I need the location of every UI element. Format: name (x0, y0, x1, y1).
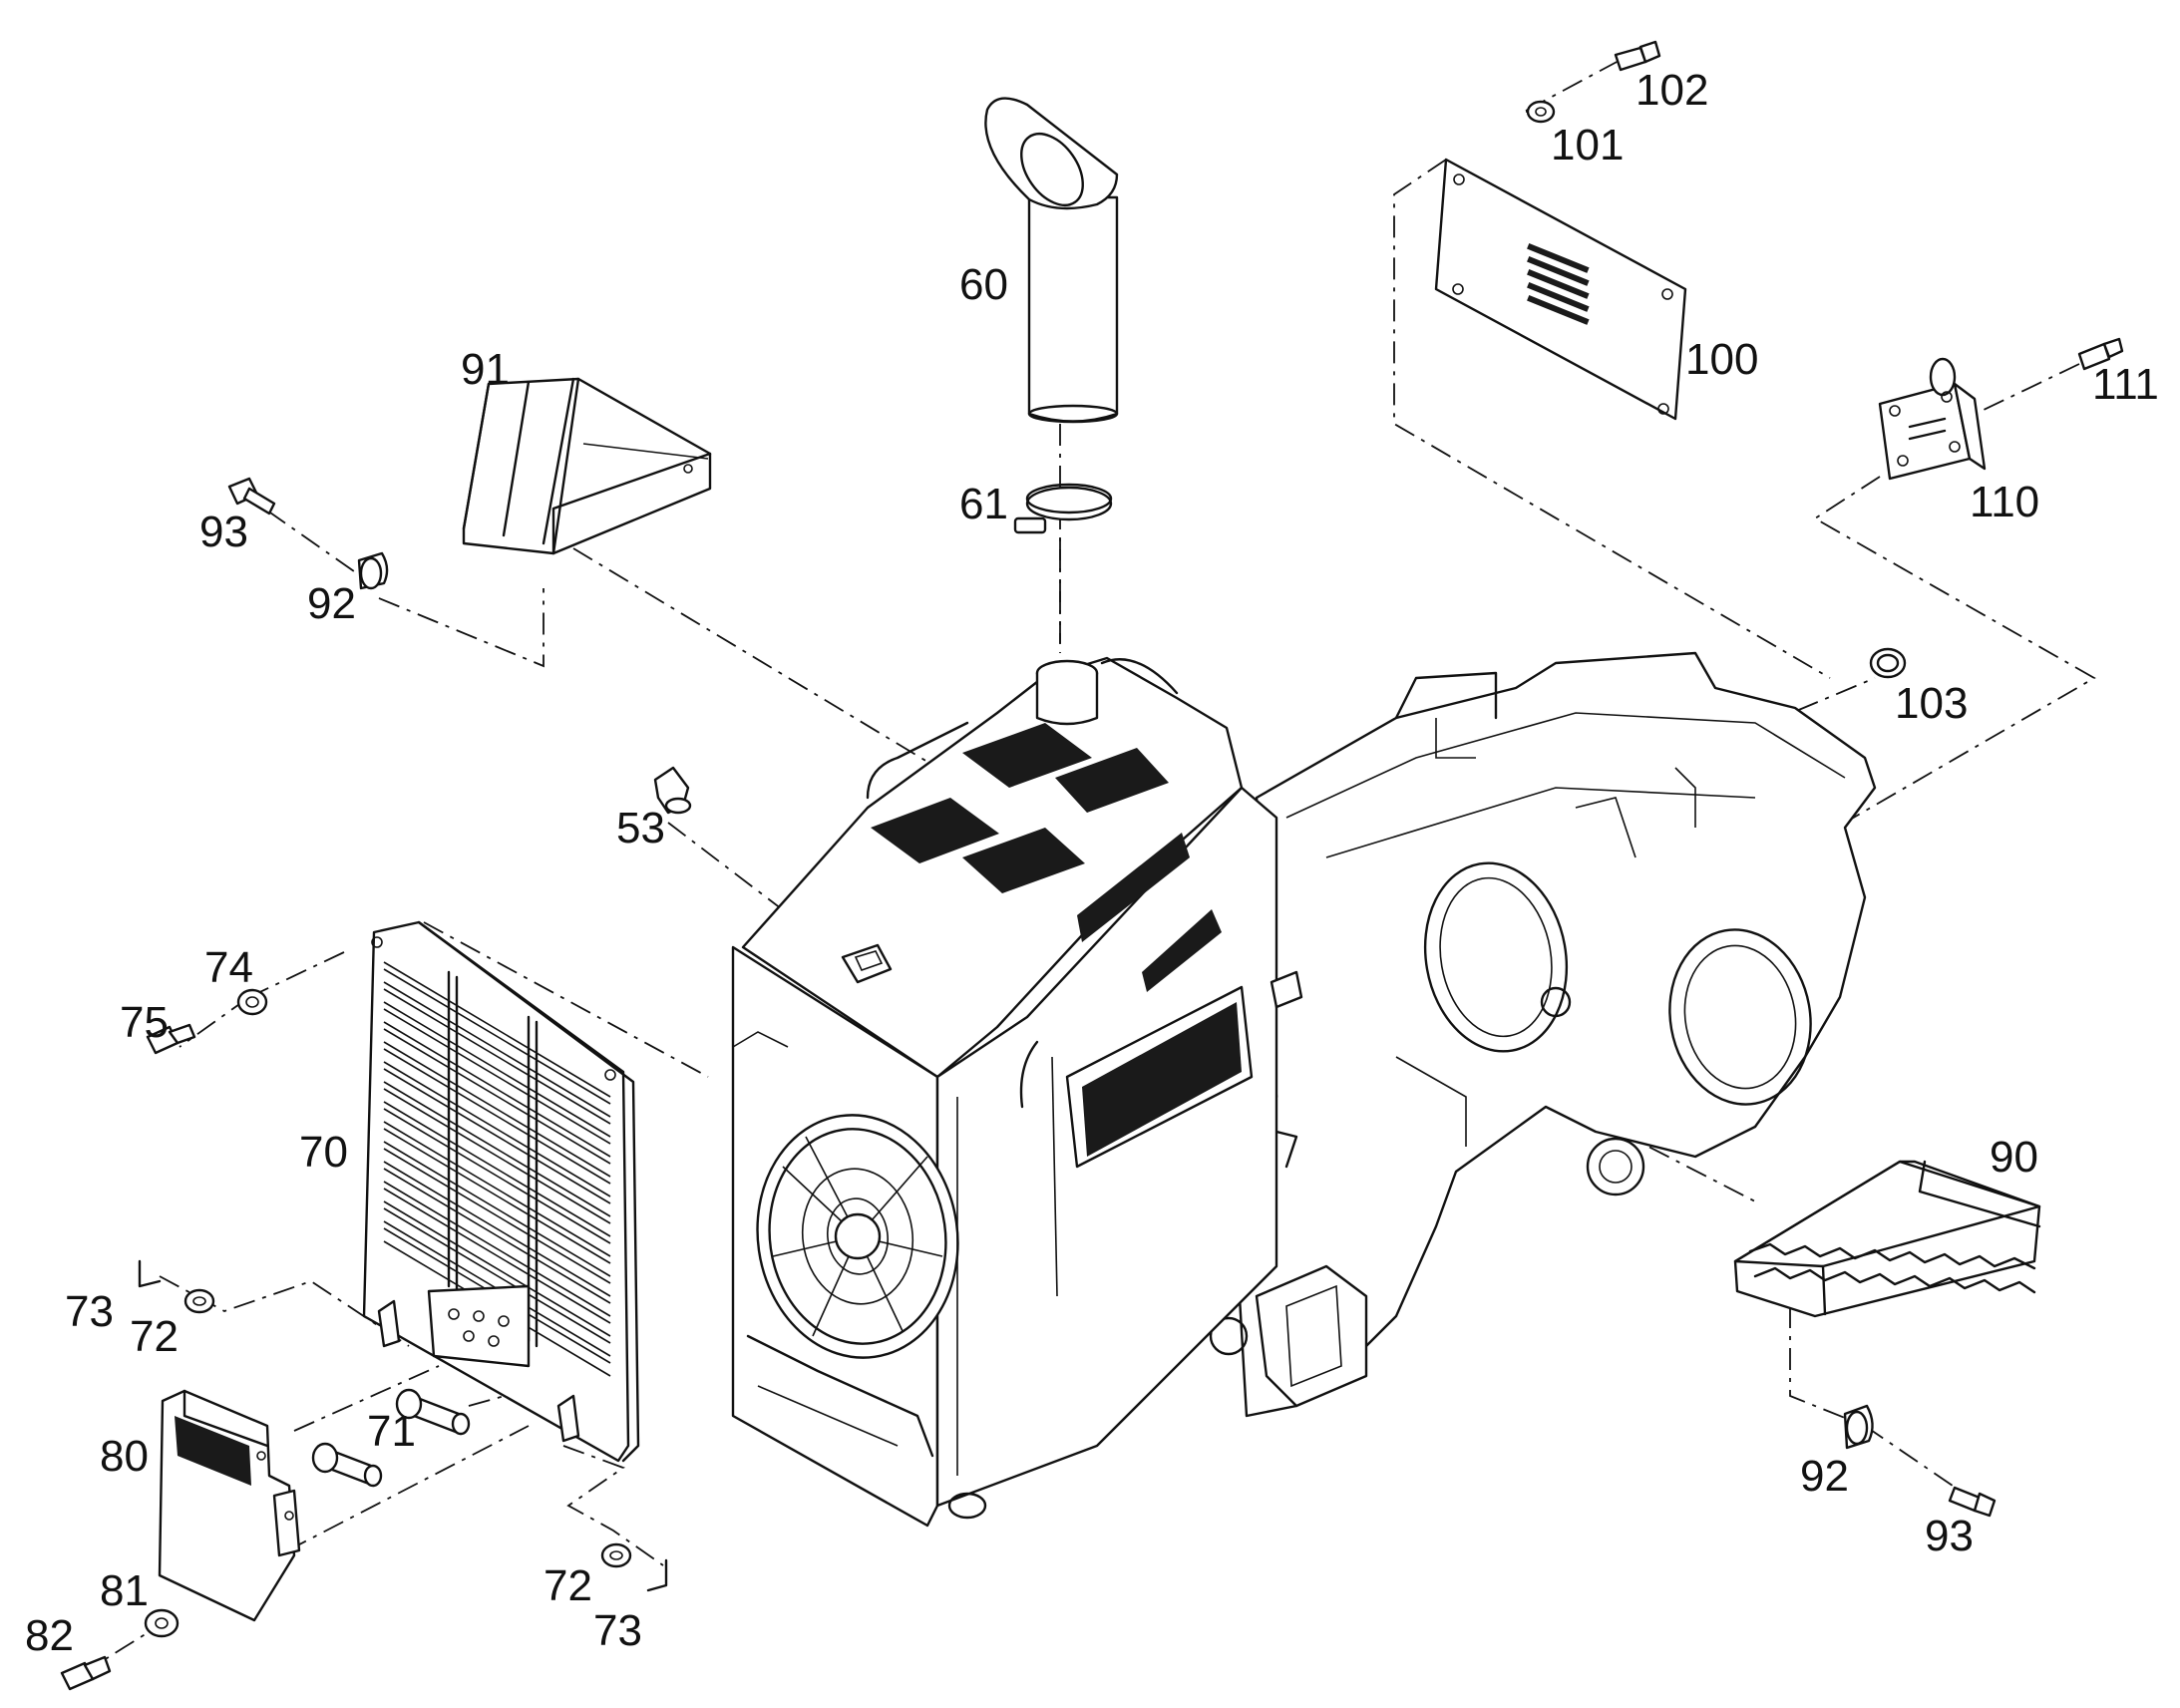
latch-bracket-part-110 (1878, 357, 1987, 481)
spacer-part-92-upper (357, 551, 389, 590)
label-73-right: 73 (593, 1606, 642, 1655)
bolt-part-82 (60, 1655, 112, 1691)
label-73-left: 73 (65, 1287, 114, 1336)
step-part-91 (462, 377, 712, 555)
pin-part-73-right (646, 1558, 668, 1592)
bolt-part-93-upper (227, 477, 276, 515)
bolt-part-93-lower (1948, 1486, 1997, 1518)
label-74: 74 (204, 943, 253, 992)
cap-part-53 (653, 766, 692, 815)
spacer-part-92-lower (1843, 1404, 1874, 1450)
label-72-right: 72 (544, 1561, 592, 1610)
cover-plate-part-100 (1434, 158, 1687, 421)
callout-labels: 53 60 61 70 71 72 72 73 73 74 75 80 81 8… (25, 66, 2159, 1660)
label-80: 80 (100, 1432, 149, 1481)
shroud-part-80 (158, 1389, 301, 1622)
label-91: 91 (461, 345, 510, 394)
label-75: 75 (120, 998, 169, 1047)
label-72-left: 72 (130, 1312, 179, 1361)
pin-part-71-upper (395, 1388, 471, 1436)
bolt-part-111 (2077, 337, 2124, 371)
grille-part-70 (362, 920, 640, 1463)
washer-part-101 (1526, 100, 1556, 124)
label-92-upper: 92 (307, 579, 356, 628)
label-93-lower: 93 (1925, 1512, 1974, 1560)
leader-72-73-left (159, 1275, 410, 1347)
label-61: 61 (959, 480, 1008, 528)
label-90: 90 (1990, 1133, 2038, 1182)
label-103: 103 (1895, 679, 1968, 728)
leader-90-92 (1789, 1306, 1866, 1427)
leader-72-73-right (562, 1445, 664, 1566)
washer-part-72-right (600, 1542, 632, 1568)
label-81: 81 (100, 1566, 149, 1615)
grommet-part-103 (1869, 647, 1907, 679)
label-110: 110 (1970, 478, 2039, 526)
washer-part-72-left (183, 1288, 215, 1314)
label-93-upper: 93 (199, 508, 248, 556)
washer-part-81 (144, 1608, 180, 1638)
main-frame (1209, 651, 1877, 1418)
label-53: 53 (616, 804, 665, 853)
engine-housing (731, 656, 1303, 1528)
leader-71-left (293, 1365, 440, 1432)
pin-part-73-left (138, 1259, 162, 1288)
exhaust-stack-part-60 (984, 97, 1119, 424)
label-101: 101 (1551, 121, 1624, 170)
pin-part-71-lower (311, 1442, 383, 1488)
leader-91-housing (572, 547, 938, 769)
bolt-part-102 (1614, 40, 1661, 72)
label-82: 82 (25, 1611, 74, 1660)
leader-74 (248, 951, 345, 998)
bolt-part-75 (146, 1023, 196, 1055)
clamp-part-61 (1013, 483, 1113, 534)
label-111: 111 (2092, 360, 2159, 409)
leader-92-91 (378, 588, 545, 668)
leader-93-92 (266, 510, 365, 579)
label-100: 100 (1685, 335, 1758, 384)
label-60: 60 (959, 260, 1008, 309)
label-70: 70 (299, 1128, 348, 1177)
label-102: 102 (1635, 66, 1708, 115)
washer-part-74 (236, 988, 268, 1016)
label-71: 71 (367, 1407, 416, 1456)
leader-70-housing (423, 921, 709, 1078)
leader-100-frame (1393, 159, 1831, 679)
label-92-lower: 92 (1800, 1452, 1849, 1501)
step-part-90 (1733, 1160, 2041, 1318)
